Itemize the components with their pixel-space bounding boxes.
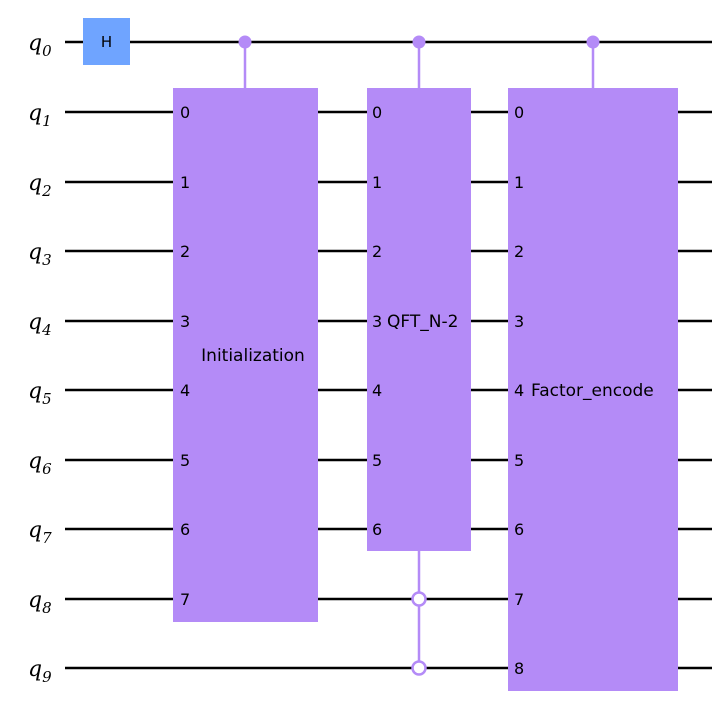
factor-encode-gate-box — [508, 88, 678, 691]
qubit-label-q7: q7 — [28, 518, 52, 547]
initialization-pin-4: 4 — [180, 381, 190, 400]
h-gate: H — [83, 18, 130, 65]
initialization-pin-3: 3 — [180, 312, 190, 331]
factor-encode-gate: 0 1 2 3 4 5 6 7 8 Factor_encode — [508, 35, 678, 691]
factor-encode-pin-1: 1 — [514, 173, 524, 192]
initialization-pin-7: 7 — [180, 590, 190, 609]
qubit-label-q4: q4 — [28, 310, 52, 339]
qft-pin-6: 6 — [372, 520, 382, 539]
initialization-gate-box — [173, 88, 318, 622]
qft-gate-label: QFT_N-2 — [387, 312, 458, 332]
qft-pin-1: 1 — [372, 173, 382, 192]
factor-encode-gate-label: Factor_encode — [531, 381, 654, 401]
qft-pin-5: 5 — [372, 451, 382, 470]
factor-encode-pin-5: 5 — [514, 451, 524, 470]
qubit-label-q6: q6 — [28, 449, 52, 478]
qft-gate-box — [367, 88, 471, 551]
qubit-label-q8: q8 — [28, 588, 52, 617]
qubit-label-q9: q9 — [28, 657, 52, 686]
factor-encode-pin-7: 7 — [514, 590, 524, 609]
initialization-gate: 0 1 2 3 4 5 6 7 Initialization — [173, 35, 318, 622]
factor-encode-control-dot — [586, 35, 600, 49]
qubit-label-q0: q0 — [28, 31, 52, 60]
qft-pin-4: 4 — [372, 381, 382, 400]
factor-encode-pin-3: 3 — [514, 312, 524, 331]
qft-control-dot — [412, 35, 426, 49]
h-gate-label: H — [101, 33, 112, 51]
qft-pin-3: 3 — [372, 312, 382, 331]
initialization-pin-0: 0 — [180, 103, 190, 122]
h-gate-box — [83, 18, 130, 65]
initialization-pin-2: 2 — [180, 242, 190, 261]
initialization-gate-label: Initialization — [201, 346, 305, 366]
factor-encode-pin-8: 8 — [514, 659, 524, 678]
factor-encode-pin-2: 2 — [514, 242, 524, 261]
initialization-pin-1: 1 — [180, 173, 190, 192]
qft-open-control-q9 — [411, 660, 427, 676]
qubit-label-q3: q3 — [28, 240, 52, 269]
factor-encode-pin-6: 6 — [514, 520, 524, 539]
initialization-pin-5: 5 — [180, 451, 190, 470]
qubit-label-q5: q5 — [28, 379, 52, 408]
qubit-label-q1: q1 — [28, 101, 52, 130]
qft-open-control-q8 — [411, 591, 427, 607]
factor-encode-pin-4: 4 — [514, 381, 524, 400]
initialization-control-dot — [238, 35, 252, 49]
qft-pin-0: 0 — [372, 103, 382, 122]
factor-encode-pin-0: 0 — [514, 103, 524, 122]
initialization-pin-6: 6 — [180, 520, 190, 539]
qft-pin-2: 2 — [372, 242, 382, 261]
qubit-label-q2: q2 — [28, 171, 52, 200]
qubit-labels: q0 q1 q2 q3 q4 q5 q6 q7 q8 q9 — [28, 31, 52, 686]
qft-gate: 0 1 2 3 4 5 6 QFT_N-2 — [367, 35, 471, 676]
